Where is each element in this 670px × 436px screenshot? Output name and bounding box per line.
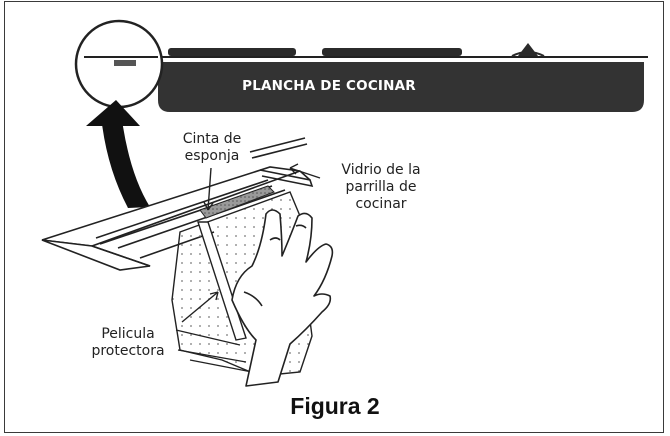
griddle-banner	[158, 62, 644, 112]
protective-film-label-line1: Pelicula	[101, 326, 155, 342]
film-peel-tab	[197, 221, 247, 341]
figure-caption: Figura 2	[290, 393, 380, 419]
glass-label-line2: parrilla de	[345, 179, 417, 195]
glass-label-line3: cocinar	[355, 196, 407, 212]
leader-lines	[181, 163, 321, 323]
sponge-tape-label-line2: esponja	[184, 148, 240, 164]
griddle-banner-title: PLANCHA DE COCINAR	[242, 78, 416, 94]
glass-label-line1: Vidrio de la	[341, 162, 421, 178]
cooktop-top-bar	[84, 43, 648, 58]
protective-film-label-line2: protectora	[91, 343, 165, 359]
glass-label: Vidrio de la parrilla de cocinar	[326, 162, 436, 213]
hand-drawing	[231, 209, 334, 387]
curved-arrow-icon	[86, 100, 150, 208]
sponge-tape-label-line1: Cinta de	[182, 131, 242, 147]
protective-film-label: Pelicula protectora	[70, 326, 186, 360]
sponge-tape-label: Cinta de esponja	[172, 131, 252, 165]
sponge-tape-strip	[199, 185, 275, 219]
